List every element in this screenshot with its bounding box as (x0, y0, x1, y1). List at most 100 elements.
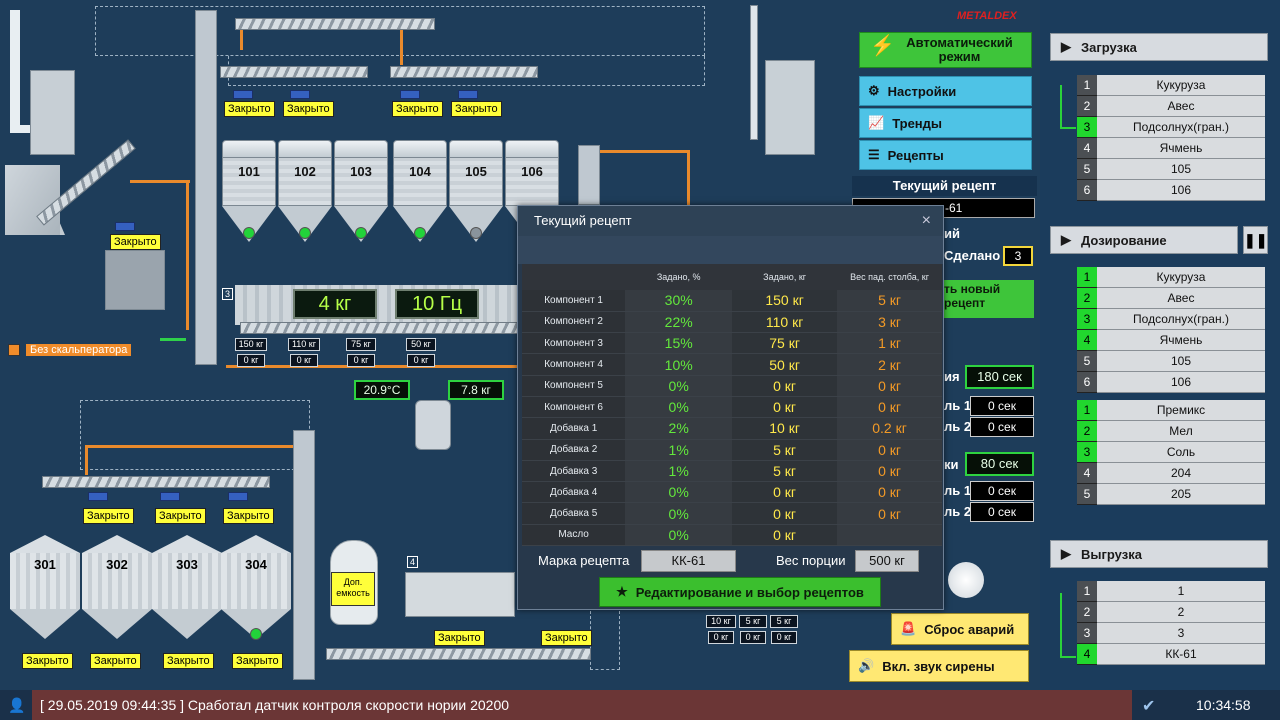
auto-mode-button[interactable]: ⚡ Автоматический режим (859, 32, 1032, 68)
item-name: 204 (1097, 463, 1265, 484)
silo-304[interactable]: 304 (221, 535, 291, 639)
portion-field[interactable]: 500 кг (855, 550, 919, 572)
pause-icon[interactable]: ❚❚ (1243, 226, 1268, 254)
settings-label: Настройки (887, 83, 957, 99)
valve-status[interactable]: Закрыто (155, 508, 206, 524)
recipe-brand-field[interactable]: КК-61 (641, 550, 736, 572)
table-cell-pct: 2% (625, 417, 733, 440)
item-name: Подсолнух(гран.) (1097, 309, 1265, 330)
actual-box: 0 кг (740, 631, 766, 644)
bin-105[interactable]: 105 (449, 140, 503, 242)
flow-pipe (687, 150, 690, 205)
valve-status[interactable]: Закрыто (163, 653, 214, 669)
frequency-display: 10 Гц (395, 289, 479, 319)
valve-status[interactable]: Закрыто (541, 630, 592, 646)
dialog-title: Текущий рецепт (534, 213, 632, 228)
trends-button[interactable]: 📈Тренды (859, 108, 1032, 138)
valve-status[interactable]: Закрыто (224, 101, 275, 117)
edit-recipes-label: Редактирование и выбор рецептов (635, 584, 864, 600)
bin-102[interactable]: 102 (278, 140, 332, 242)
silo-301[interactable]: 301 (10, 535, 80, 639)
recipes-button[interactable]: ☰Рецепты (859, 140, 1032, 170)
table-cell-fall: 0 кг (837, 439, 942, 461)
recipe-brand-label: Марка рецепта (538, 553, 630, 568)
table-cell-fall: 5 кг (837, 290, 942, 312)
list-icon: ☰ (868, 147, 880, 162)
table-cell-name: Масло (522, 524, 626, 547)
item-index: 5 (1077, 484, 1097, 505)
edit-recipes-button[interactable]: ★ Редактирование и выбор рецептов (599, 577, 881, 607)
unloading-header[interactable]: ▶Выгрузка (1050, 540, 1268, 568)
setpoint-box: 5 кг (770, 615, 798, 628)
table-cell-name: Компонент 4 (522, 353, 626, 376)
valve-status[interactable]: Закрыто (90, 653, 141, 669)
dosing-header[interactable]: ▶Дозирование (1050, 226, 1238, 254)
item-index: 3 (1077, 623, 1097, 644)
valve-status[interactable]: Закрыто (451, 101, 502, 117)
actual-box: 0 кг (771, 631, 797, 644)
bin-101[interactable]: 101 (222, 140, 276, 242)
bin-103[interactable]: 103 (334, 140, 388, 242)
table-cell-fall: 0 кг (837, 481, 942, 504)
level-sensor-icon (299, 227, 311, 239)
valve-status[interactable]: Закрыто (110, 234, 161, 250)
table-cell-kg: 0 кг (732, 502, 838, 525)
close-icon[interactable]: × (921, 212, 931, 229)
valve-status[interactable]: Закрыто (392, 101, 443, 117)
silo-302[interactable]: 302 (82, 535, 152, 639)
loading-header[interactable]: ▶Загрузка (1050, 33, 1268, 61)
item-name: 106 (1097, 372, 1265, 393)
alarm-message[interactable]: [ 29.05.2019 09:44:35 ] Сработал датчик … (32, 690, 1132, 720)
valve-status[interactable]: Закрыто (223, 508, 274, 524)
cyclone (30, 70, 75, 155)
valve-status[interactable]: Закрыто (22, 653, 73, 669)
checkmark-icon[interactable]: ✔ (1142, 698, 1156, 715)
recipe-label-partial: ий (944, 226, 960, 241)
valve-status[interactable]: Закрыто (434, 630, 485, 646)
reset-alarms-button[interactable]: 🚨Сброс аварий (891, 613, 1029, 645)
silo-303[interactable]: 303 (152, 535, 222, 639)
checkbox-icon[interactable] (8, 344, 20, 356)
valve-status[interactable]: Закрыто (83, 508, 134, 524)
mixer (405, 572, 515, 617)
item-index: 1 (1077, 581, 1097, 602)
item-name: Ячмень (1097, 138, 1265, 159)
bin-number: 102 (294, 164, 316, 179)
star-icon: ★ (616, 584, 628, 599)
setpoint-box: 150 кг (235, 338, 267, 351)
valve-status[interactable]: Закрыто (283, 101, 334, 117)
valve-status[interactable]: Закрыто (232, 653, 283, 669)
actual-box: 0 кг (347, 354, 375, 367)
siren-button[interactable]: 🔊Вкл. звук сирены (849, 650, 1029, 682)
new-recipe-button[interactable]: ть новый рецепт (944, 280, 1034, 318)
user-icon[interactable]: 👤 (8, 697, 26, 713)
settings-button[interactable]: ⚙Настройки (859, 76, 1032, 106)
table-cell-pct: 22% (625, 311, 733, 334)
table-cell-name: Добавка 1 (522, 417, 626, 440)
item-index: 4 (1077, 644, 1097, 665)
timer-label: ия (944, 369, 960, 384)
